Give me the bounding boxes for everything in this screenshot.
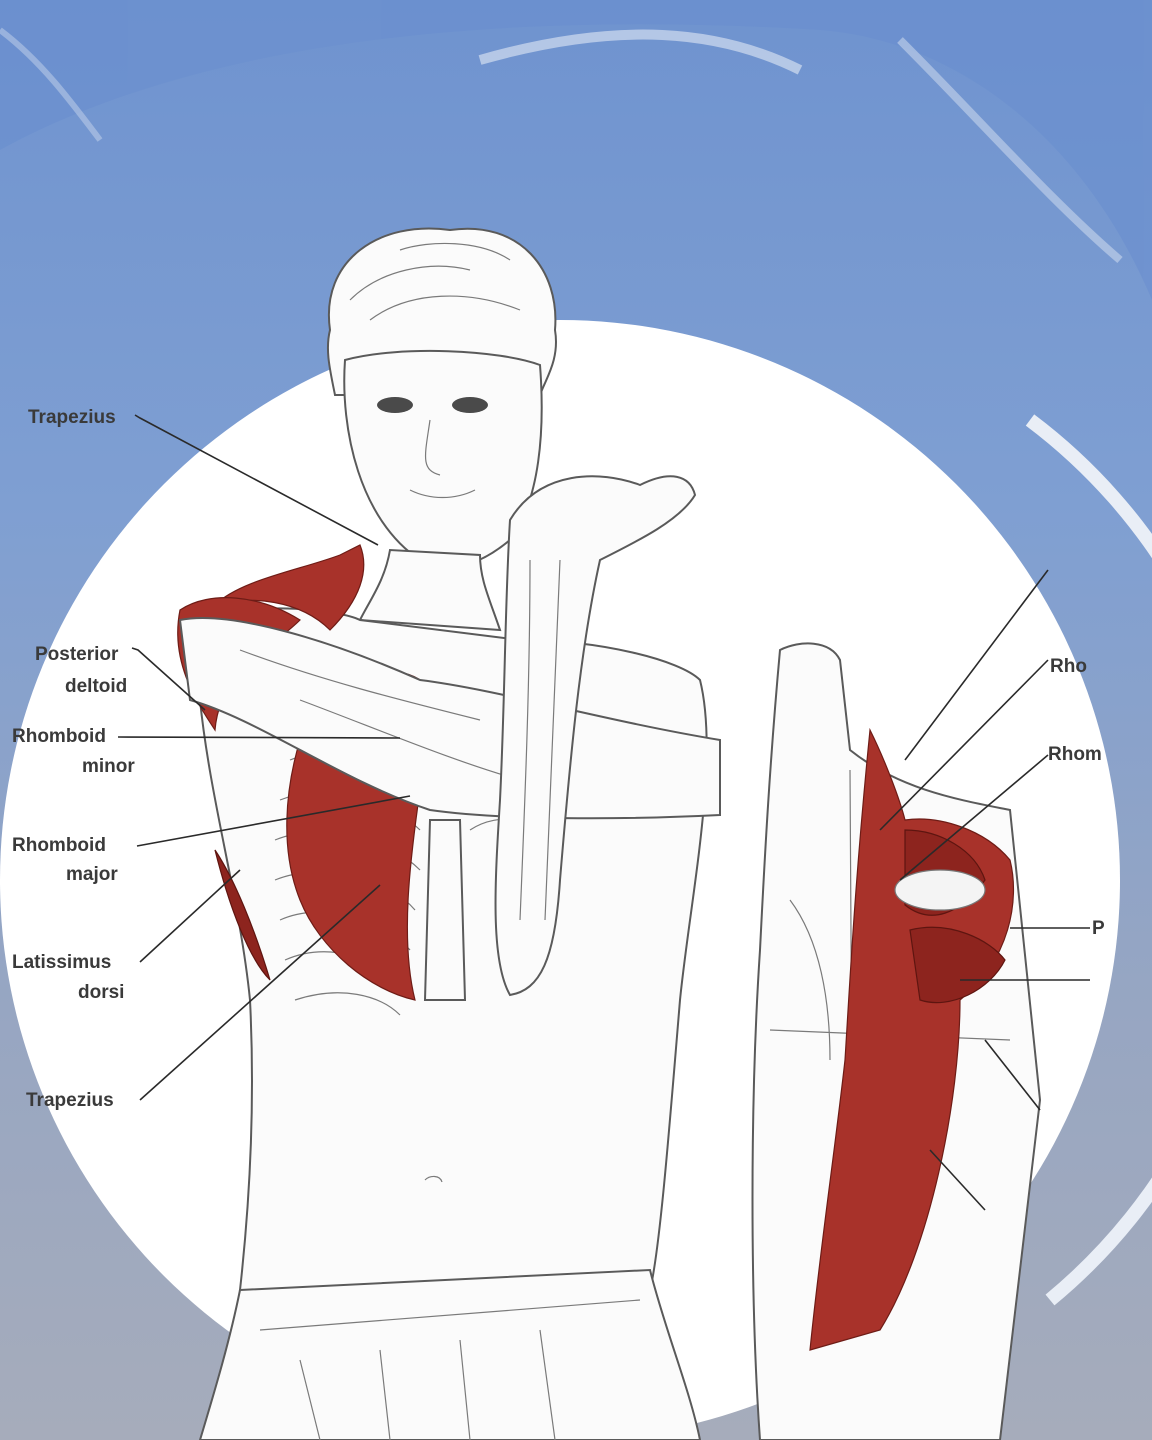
brush-stroke-decoration [0, 0, 1152, 300]
label-right-p: P [1092, 918, 1105, 939]
label-right-rhom: Rhom [1048, 744, 1102, 765]
label-trapezius-upper: Trapezius [28, 407, 116, 428]
label-rhomboid-major-line1: Rhomboid [12, 835, 106, 856]
label-trapezius-lower: Trapezius [26, 1090, 114, 1111]
label-latissimus-line1: Latissimus [12, 952, 111, 973]
label-right-rho: Rho [1050, 656, 1087, 677]
label-latissimus-line2: dorsi [78, 982, 124, 1003]
label-posterior-deltoid-line1: Posterior [35, 644, 119, 665]
label-rhomboid-major-line2: major [66, 864, 118, 885]
label-rhomboid-minor-line1: Rhomboid [12, 726, 106, 747]
label-rhomboid-minor-line2: minor [82, 756, 135, 777]
label-posterior-deltoid-line2: deltoid [65, 676, 127, 697]
